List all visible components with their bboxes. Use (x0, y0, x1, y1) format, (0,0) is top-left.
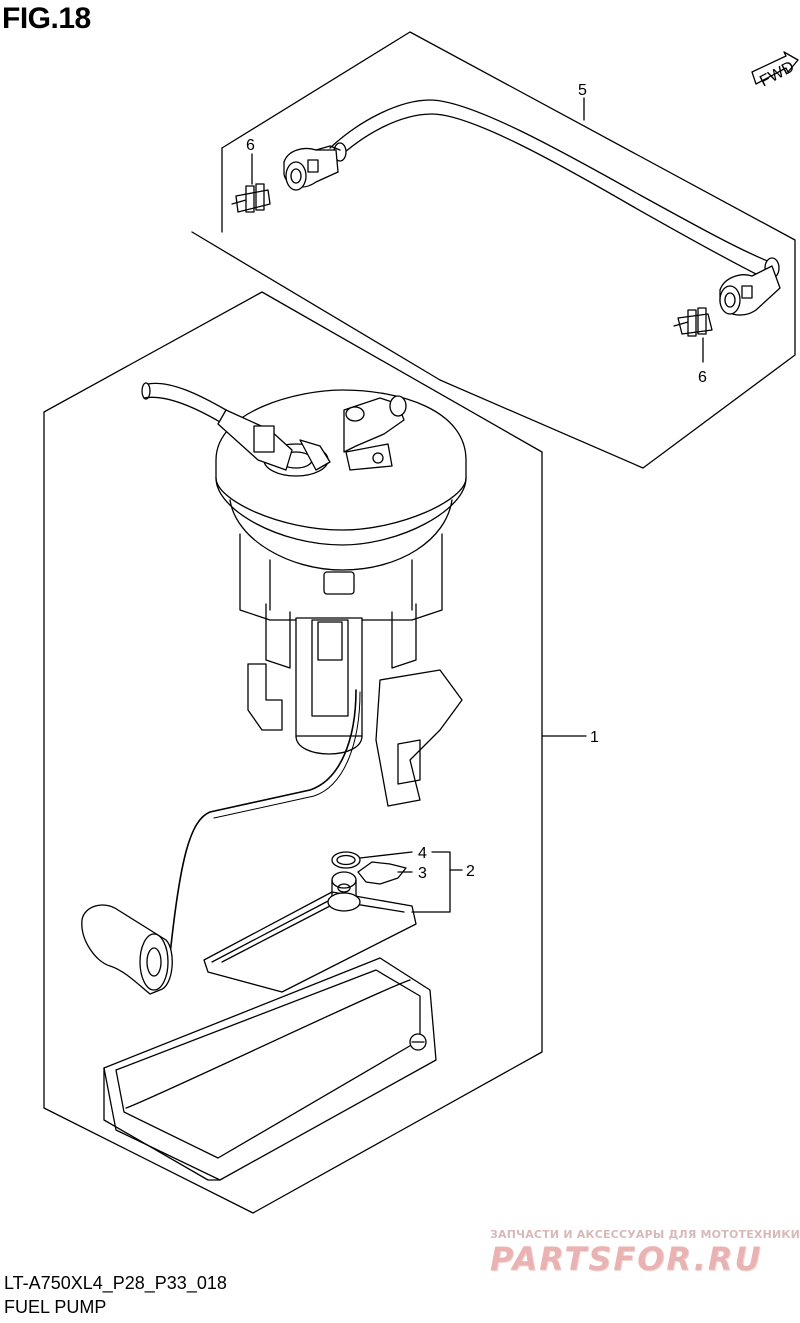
float-arm (169, 689, 357, 956)
fuel-outlet-pipe (343, 395, 407, 471)
fuel-hose (329, 99, 780, 279)
watermark-logo: PARTSFOR.RU (490, 1240, 790, 1280)
pump-body (239, 533, 463, 807)
hose-kit-frame-bottom (191, 231, 441, 381)
hose-clip-left (231, 183, 271, 213)
hose-clip-right (673, 307, 713, 337)
model-code: LT-A750XL4_P28_P33_018 (4, 1273, 227, 1293)
callout-6-left: 6 (246, 137, 255, 154)
assembly-name: FUEL PUMP (4, 1297, 107, 1317)
pump-assembly-frame (43, 291, 543, 1214)
watermark-tagline: ЗАПЧАСТИ И АКСЕССУАРЫ ДЛЯ МОТОТЕХНИКИ (490, 1228, 800, 1241)
callout-4: 4 (418, 845, 427, 862)
pump-wire-connector (141, 382, 331, 471)
callout-2: 2 (466, 863, 475, 880)
callout-5: 5 (578, 82, 587, 99)
watermark-logo-text: PARTSFOR.RU (490, 1240, 763, 1278)
fuel-level-float (81, 904, 173, 995)
callout-3: 3 (418, 865, 427, 882)
pump-flange (215, 389, 467, 571)
fuel-strainer (203, 871, 417, 993)
figure-title: FIG.18 (2, 2, 91, 35)
o-ring (331, 851, 361, 869)
hose-kit-frame (221, 31, 796, 469)
filter-gasket (357, 861, 407, 885)
hose-connector-right (719, 265, 781, 316)
leader-2-bracket (411, 851, 451, 913)
callout-1: 1 (590, 729, 599, 746)
hose-connector-left (283, 145, 341, 191)
fwd-arrow-icon: FWD (751, 51, 799, 90)
callout-6-right: 6 (698, 369, 707, 386)
fuel-tank-tray (103, 957, 437, 1181)
leader-4 (359, 851, 413, 859)
